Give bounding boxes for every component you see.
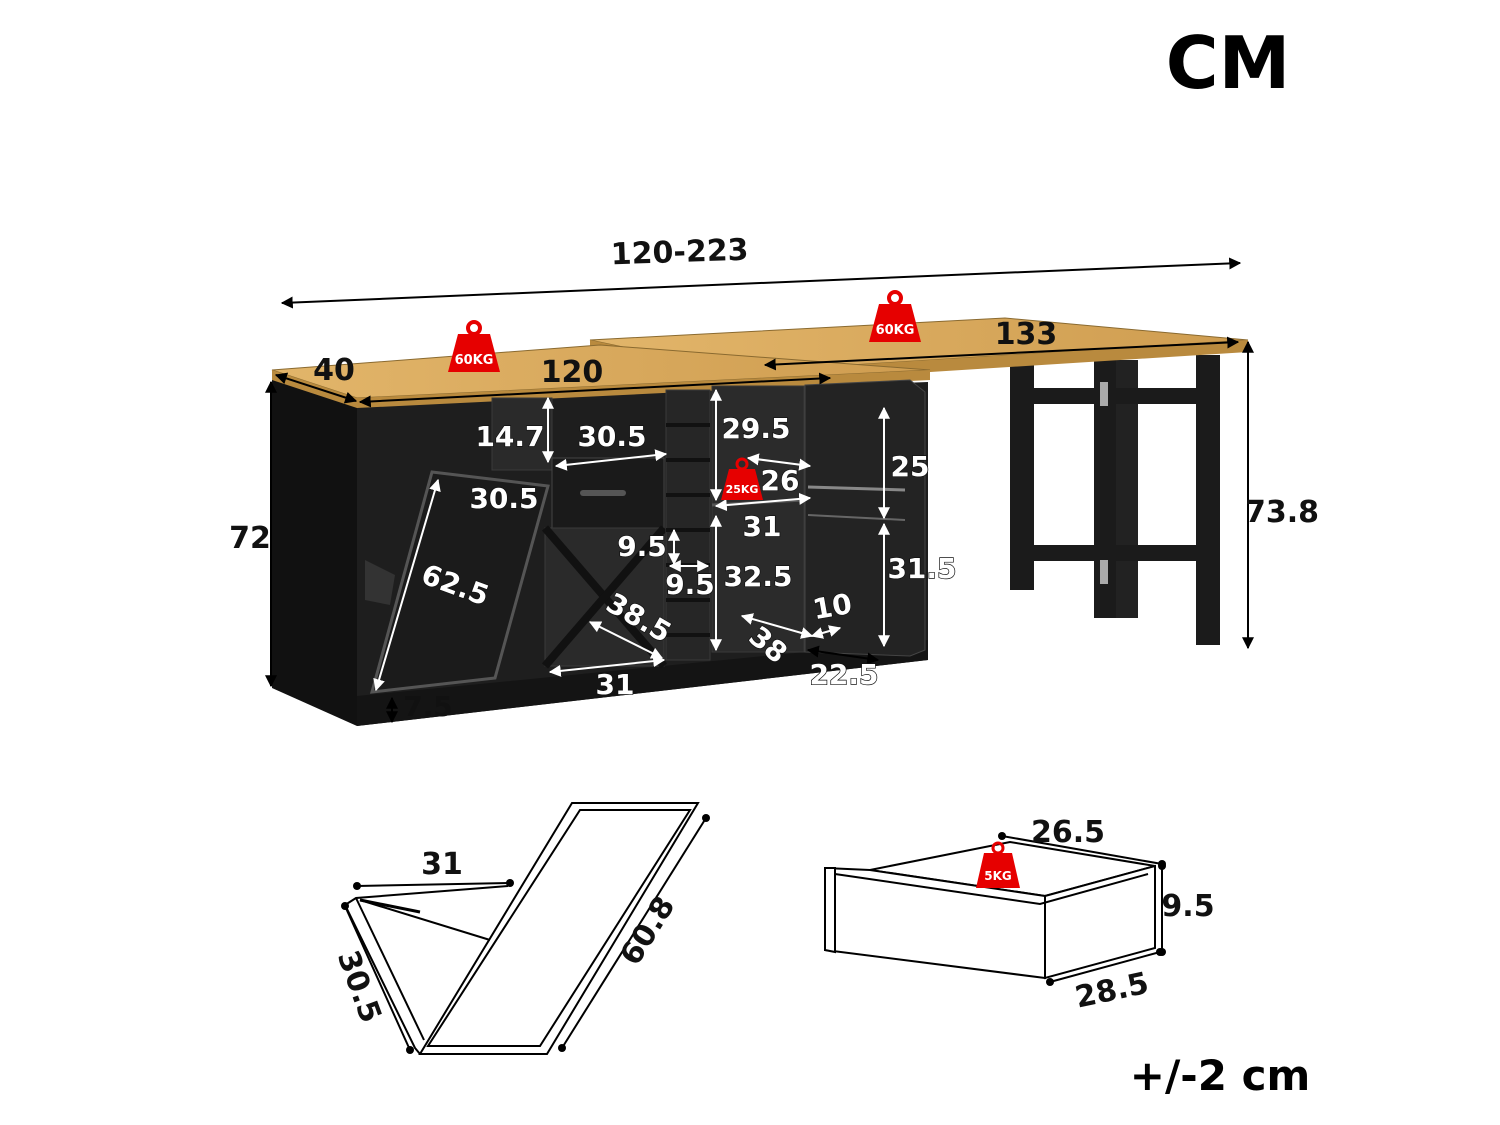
bin-detail-depth-label: 30.5 (330, 946, 388, 1028)
shelf-width-label: 31 (743, 510, 782, 543)
bin-frame-outer (418, 802, 700, 1055)
cabinet-side (272, 378, 357, 726)
bin-width-dim-line (353, 879, 514, 890)
drawer-detail-diagram: 26.5 9.5 28.5 5KG (824, 815, 1215, 1016)
drawer-weight-label: 5KG (984, 869, 1012, 883)
bin-height-line (373, 478, 441, 692)
door-depth-label: 22.5 (809, 658, 878, 691)
cabinet-length-label: 120 (541, 355, 604, 390)
bin-detail-width-label: 31 (421, 847, 463, 882)
drawer-detail-width-label: 26.5 (1031, 815, 1105, 850)
wine-diagonal-line (588, 621, 664, 659)
table-rail (1116, 545, 1220, 561)
lower-diagonal-line (740, 613, 814, 639)
door-depth-line (806, 645, 880, 665)
right-compartment (711, 385, 805, 653)
table-hinge (1100, 560, 1108, 584)
drawer-width-dim-line (998, 832, 1166, 868)
bottle-column (665, 389, 711, 661)
shelf-weight-label: 25KG (726, 483, 759, 496)
weight-icon: 25KG (721, 457, 763, 500)
cabinet-top-weight-label: 60KG (455, 353, 494, 368)
overall-length-line (280, 257, 1242, 309)
table-length-label: 133 (995, 317, 1058, 352)
weight-icon: 60KG (448, 320, 500, 372)
drawer-front-panel (824, 867, 836, 954)
bin-depth-dim-line (341, 902, 414, 1054)
cabinet-depth-label: 40 (313, 353, 355, 388)
base-height-label: 7.5 (403, 690, 453, 723)
drawer-width-line (554, 449, 668, 471)
right-upper-height-label: 29.5 (721, 412, 790, 445)
cabinet-length-line (358, 372, 832, 408)
weight-icon: 60KG (869, 290, 921, 342)
drawer-rim (834, 873, 1149, 906)
drawer-width-label: 30.5 (577, 420, 646, 453)
bottle-slot-b-label: 9.5 (665, 568, 715, 601)
table-top-weight-label: 60KG (876, 323, 915, 338)
bin-frame-inner (426, 809, 692, 1047)
table-rail (1010, 388, 1116, 404)
wine-width-label: 31 (596, 668, 635, 701)
table-height-label: 73.8 (1245, 495, 1319, 530)
wine-rack-cross (541, 525, 668, 669)
drawer-depth-dim-line (1046, 948, 1164, 986)
table-rail (1116, 388, 1220, 404)
door-lower-height-label: 31.5 (887, 552, 956, 585)
drawer-detail-height-label: 9.5 (1161, 889, 1214, 924)
table-rail (1010, 545, 1116, 561)
bin-width-label: 30.5 (469, 482, 538, 515)
cabinet-base (357, 640, 928, 726)
cabinet-depth-line (274, 372, 358, 404)
table-hinge (1100, 382, 1108, 406)
weight-icon: 5KG (976, 841, 1020, 888)
overall-length-label: 120-223 (610, 233, 749, 273)
bin-detail-diagram: 31 30.5 60.8 (330, 802, 710, 1055)
shelf-depth-label: 26 (761, 464, 800, 497)
bottle-slot-a-label: 9.5 (617, 530, 667, 563)
drawer-handle[interactable] (580, 490, 626, 496)
tolerance-label: +/-2 cm (1130, 1051, 1310, 1100)
table-length-line (763, 336, 1240, 371)
wine-width-line (548, 655, 666, 677)
bin-strap (359, 899, 491, 941)
bin-detail-length-label: 60.8 (613, 890, 682, 971)
door-upper-height-label: 25 (891, 450, 930, 483)
unit-label: CM (1166, 21, 1291, 105)
cabinet-height-label: 72 (229, 521, 271, 556)
right-lower-height-label: 32.5 (723, 560, 792, 593)
door-shelf-width-label: 10 (810, 587, 854, 626)
shelf-width-line (714, 492, 812, 512)
shelf-depth-line (746, 453, 812, 471)
door-shelf-width-line (810, 625, 842, 639)
top-shelf-height-label: 14.7 (475, 420, 544, 453)
bin-length-dim-line (558, 814, 710, 1052)
